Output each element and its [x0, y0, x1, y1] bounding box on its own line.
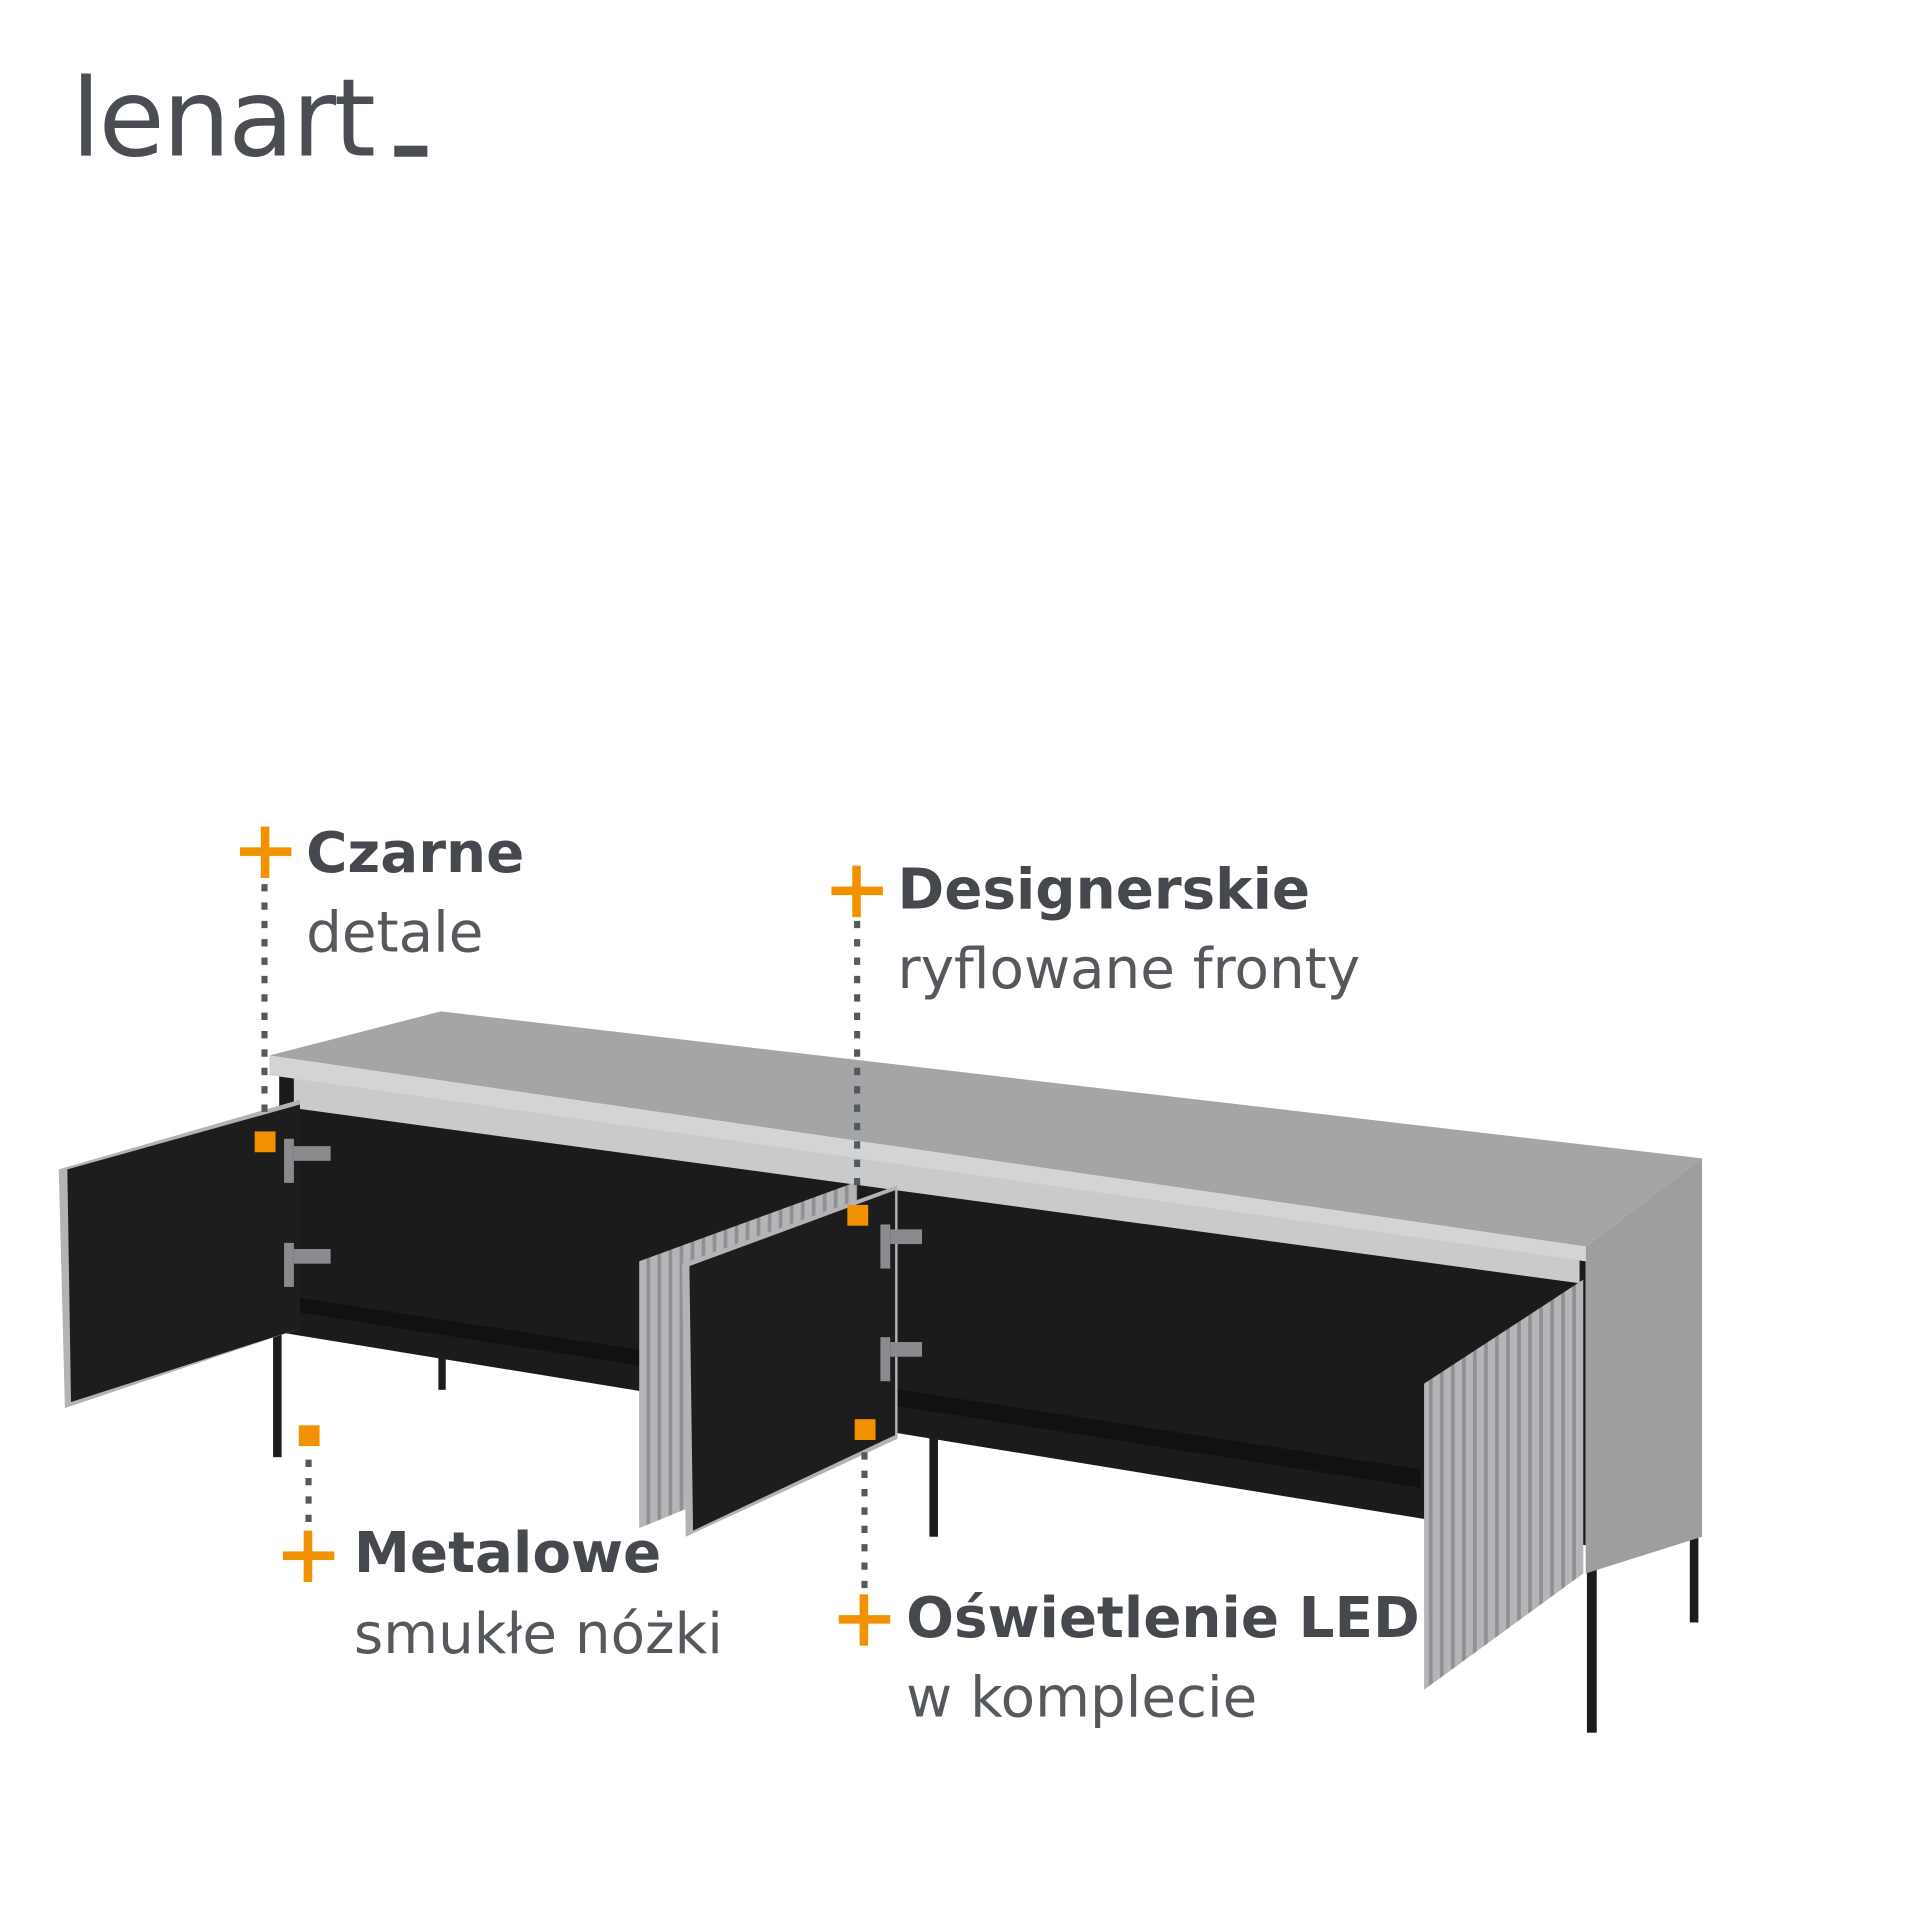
leg — [1689, 1506, 1699, 1623]
leg — [929, 1432, 938, 1537]
callout-title: Metalowe — [354, 1521, 661, 1586]
side-panel — [1585, 1158, 1703, 1574]
hotspot-square — [854, 1419, 876, 1440]
top-edge — [269, 1055, 1586, 1262]
cabinet-interior — [279, 1075, 1586, 1546]
callout-subtitle: ryflowane fronty — [898, 937, 1361, 1002]
callout-title: Oświetlenie LED — [906, 1586, 1420, 1651]
callout-subtitle: smukłe nóżki — [354, 1602, 723, 1667]
callout-fluted-fronts: Designerskie ryflowane fronty — [898, 858, 1361, 1003]
hotspot-markers — [240, 826, 891, 1646]
hinge-icon — [880, 1224, 891, 1269]
callout-subtitle: detale — [306, 900, 483, 965]
left-door — [67, 1104, 300, 1403]
leg — [438, 1346, 446, 1390]
cabinet-top — [269, 1011, 1703, 1247]
hinge-icon — [284, 1138, 294, 1183]
leg — [273, 1322, 282, 1458]
hotspot-square — [847, 1204, 869, 1226]
plus-icon — [838, 1594, 891, 1646]
hotspot-square — [298, 1425, 320, 1447]
connector-lines — [261, 884, 868, 1595]
leg — [1586, 1555, 1597, 1733]
hotspot-square — [254, 1131, 276, 1153]
callout-metal-legs: Metalowe smukłe nóżki — [354, 1521, 723, 1667]
brand-logo: lenart — [71, 57, 428, 182]
hinge-icon — [880, 1337, 891, 1382]
plus-icon — [240, 826, 292, 878]
callout-title: Czarne — [306, 821, 524, 886]
callout-led-lighting: Oświetlenie LED w komplecie — [906, 1586, 1420, 1731]
led-strip — [293, 1077, 1580, 1284]
callout-black-details: Czarne detale — [306, 821, 524, 966]
plus-icon — [282, 1530, 335, 1583]
callout-title: Designerskie — [898, 858, 1311, 923]
hinge-icon — [284, 1242, 294, 1287]
logo-text: lenart — [71, 57, 374, 182]
right-fluted-door — [1424, 1279, 1584, 1690]
hinge-icons — [284, 1138, 923, 1382]
plus-icon — [831, 865, 883, 918]
logo-underscore — [394, 145, 428, 157]
callout-subtitle: w komplecie — [906, 1666, 1257, 1731]
middle-door — [689, 1190, 896, 1531]
tv-cabinet-illustration — [58, 1011, 1703, 1733]
